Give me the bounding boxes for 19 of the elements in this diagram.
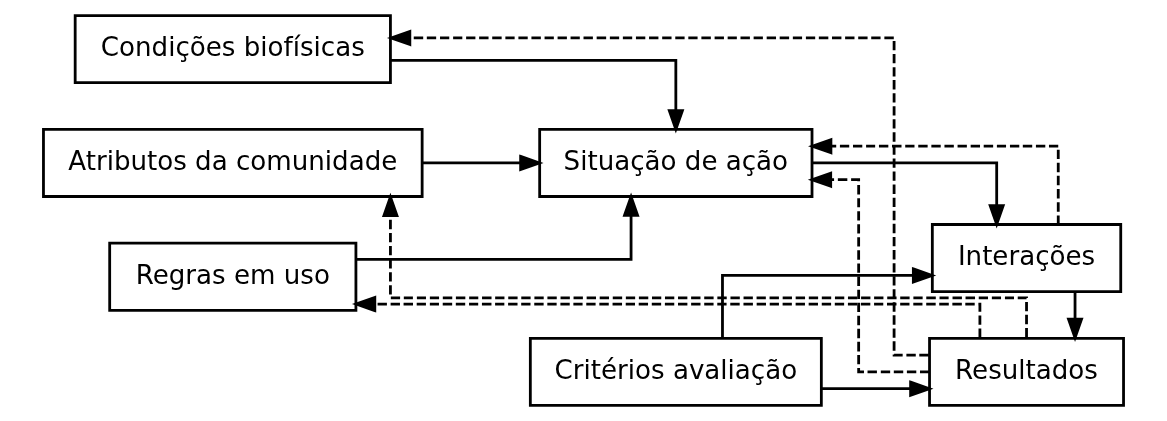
arrow: [1066, 292, 1084, 342]
node-box: Resultados: [928, 336, 1125, 407]
node-box: Atributos da comunidade: [42, 127, 424, 198]
arrow: [390, 58, 685, 134]
arrow: [721, 266, 937, 339]
node-box: Condições biofísicas: [73, 14, 392, 85]
arrow: [381, 192, 1028, 338]
arrow: [821, 380, 934, 398]
arrow: [812, 161, 1006, 229]
arrow: [351, 295, 982, 338]
node-box: Situação de ação: [538, 127, 814, 198]
arrow: [386, 29, 929, 357]
node-box: Interações: [930, 223, 1123, 294]
arrow: [807, 171, 930, 374]
node-box: Regras em uso: [108, 241, 358, 312]
arrow: [422, 154, 544, 172]
arrow: [808, 137, 1060, 225]
node-box: Critérios avaliação: [528, 336, 823, 407]
arrow: [356, 192, 640, 261]
